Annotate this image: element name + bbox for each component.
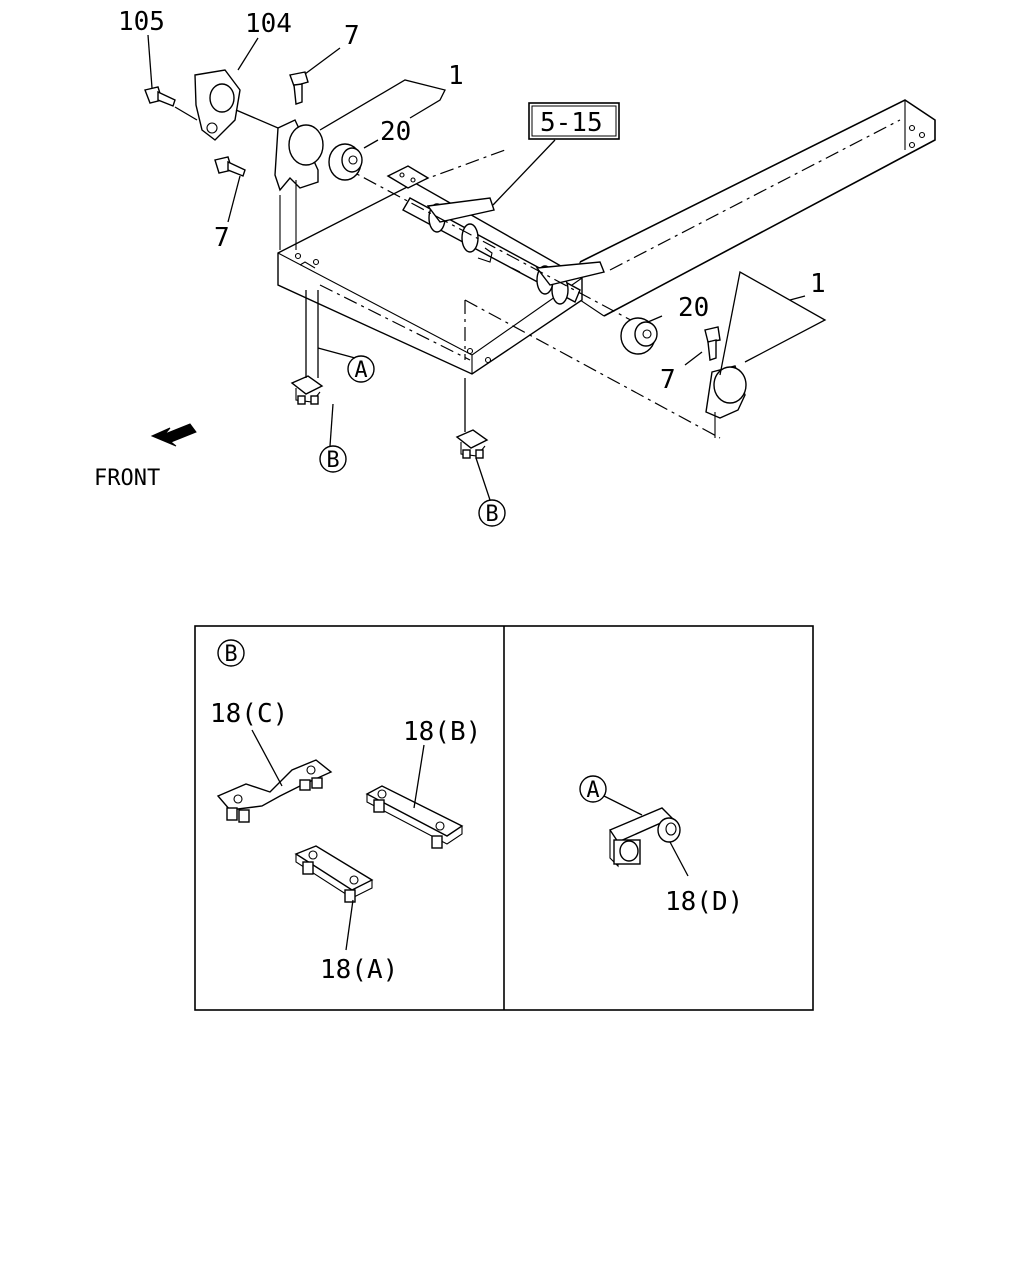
svg-text:A: A (354, 358, 367, 383)
nut-plate-left (290, 375, 324, 405)
callout-7-right: 7 (660, 365, 676, 395)
ref-5-15[interactable]: 5-15 (528, 102, 620, 140)
callout-105: 105 (118, 7, 165, 37)
circle-ref-a-main: A (347, 355, 375, 383)
callout-20-left: 20 (380, 117, 411, 147)
front-arrow-icon (150, 423, 197, 447)
panel-ref-b: B (217, 639, 245, 667)
bolt-7-left (214, 156, 246, 177)
bracket-left (274, 119, 324, 250)
callout-1-right: 1 (810, 269, 826, 299)
nut-18d (608, 807, 681, 868)
bushing-right (620, 317, 658, 355)
front-label: FRONT (94, 466, 160, 491)
bushing-left (328, 143, 363, 181)
svg-text:A: A (586, 778, 599, 803)
ref-5-15-label: 5-15 (540, 108, 603, 138)
bolt-7-right (704, 326, 721, 361)
callout-1-top: 1 (448, 61, 464, 91)
bolt-7-top (289, 71, 309, 105)
plate-18a (294, 845, 374, 903)
bracket-right (705, 365, 747, 438)
nut-plate-right (455, 429, 489, 459)
callout-7-left: 7 (214, 223, 230, 253)
bolt-105 (144, 86, 176, 107)
callout-20-right: 20 (678, 293, 709, 323)
label-18c: 18(C) (210, 699, 288, 729)
label-18a: 18(A) (320, 955, 398, 985)
circle-ref-b-left: B (319, 445, 347, 473)
top-plates (386, 165, 430, 189)
svg-text:B: B (485, 502, 498, 527)
callout-7-top: 7 (344, 21, 360, 51)
bracket-104 (194, 69, 241, 141)
callout-104: 104 (245, 9, 292, 39)
carrier-frame (277, 149, 583, 375)
shaft-assembly (339, 164, 641, 326)
detail-panel (194, 625, 814, 1011)
frame-rail (579, 99, 936, 317)
label-18b: 18(B) (403, 717, 481, 747)
plate-18c (216, 759, 333, 823)
circle-ref-b-right: B (478, 499, 506, 527)
svg-text:B: B (326, 448, 339, 473)
plate-18b (365, 785, 464, 849)
svg-text:B: B (224, 642, 237, 667)
panel-ref-a: A (579, 775, 607, 803)
label-18d: 18(D) (665, 887, 743, 917)
